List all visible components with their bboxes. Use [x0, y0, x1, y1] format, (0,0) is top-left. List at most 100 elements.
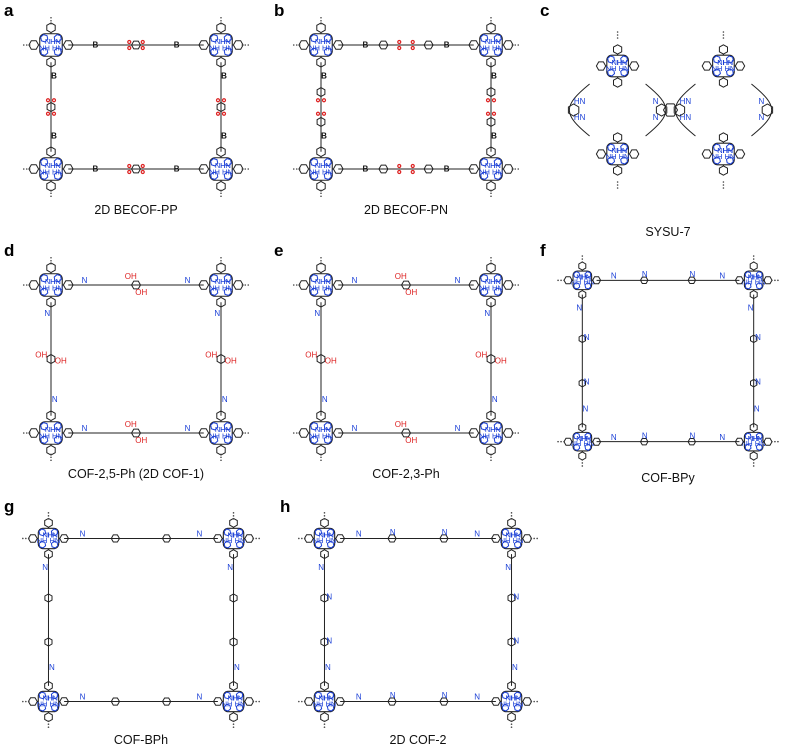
benzene-ring — [46, 262, 56, 274]
pyrrole-ring — [744, 443, 752, 451]
continuation-dot — [50, 16, 52, 19]
continuation-dot — [490, 459, 492, 462]
boronate-o — [321, 98, 327, 103]
panel-letter: c — [540, 1, 549, 20]
benzene-ring — [750, 334, 758, 344]
pyrrole-ring — [40, 435, 49, 444]
nh-hn-label: NH HN — [37, 536, 61, 545]
hydroxyl-group: OH — [405, 288, 417, 297]
pyrrole-ring — [210, 158, 219, 167]
benzene-ring — [216, 101, 226, 113]
continuation-dot — [774, 440, 776, 443]
continuation-dot — [50, 256, 52, 259]
pyridine-n: N — [584, 377, 590, 386]
benzene-ring — [486, 444, 496, 456]
continuation-dot — [47, 515, 50, 517]
hn-label: HN — [50, 425, 61, 434]
hn-label: HN — [232, 694, 243, 703]
benzene-ring — [44, 712, 53, 723]
benzene-ring — [316, 146, 326, 158]
pyrrole-ring — [53, 287, 62, 296]
continuation-dot — [25, 44, 28, 46]
continuation-dot — [28, 284, 31, 286]
continuation-dot — [510, 726, 513, 728]
continuation-dot — [220, 456, 222, 459]
continuation-dot — [22, 700, 24, 703]
continuation-dot — [490, 456, 492, 459]
imine-n: N — [314, 309, 320, 318]
hn-label: HN — [616, 58, 627, 67]
pyridine-n: N — [690, 432, 696, 441]
imine-n: N — [322, 395, 328, 404]
imine-n: N — [748, 304, 754, 313]
pyrrole-ring — [50, 540, 59, 549]
benzene-ring — [28, 428, 40, 438]
benzene-ring — [486, 116, 496, 127]
benzene-ring — [244, 697, 255, 706]
continuation-dot — [490, 16, 492, 19]
boronate-o — [127, 163, 132, 169]
continuation-dot — [298, 432, 301, 434]
nh-hn-label: NH HN — [479, 43, 503, 52]
imine-n: N — [719, 271, 725, 280]
pyrrole-ring — [725, 55, 734, 64]
benzene-ring — [216, 444, 226, 456]
pyrrole-ring — [501, 703, 510, 712]
continuation-dot — [722, 184, 725, 186]
hn-label: HN — [47, 694, 58, 703]
benzene-ring — [316, 262, 326, 274]
benzene-ring — [298, 164, 310, 174]
hn-label: HN — [232, 530, 243, 539]
hydroxyl-group: OH — [35, 351, 47, 360]
benzene-ring — [130, 280, 142, 290]
continuation-dot — [616, 187, 619, 189]
continuation-dot — [232, 515, 235, 517]
nh-hn-label: NH HN — [209, 43, 233, 52]
benzene-ring — [507, 517, 516, 528]
continuation-dot — [774, 279, 776, 282]
pyrrole-ring — [50, 691, 59, 700]
benzene-ring — [749, 261, 758, 271]
continuation-dot — [232, 518, 235, 520]
continuation-dot — [232, 720, 235, 722]
benzene-ring — [387, 697, 397, 706]
imine-n: HN — [680, 97, 692, 106]
benzene-ring — [749, 451, 758, 461]
pyrrole-ring — [493, 422, 502, 431]
pyrrole-ring — [53, 158, 62, 167]
imine-n: N — [759, 97, 765, 106]
boronate-o — [51, 111, 57, 116]
nh-label: NH — [42, 530, 53, 539]
pyrrole-ring — [480, 287, 489, 296]
continuation-dot — [771, 440, 773, 443]
benzene-ring — [232, 164, 244, 174]
benzene-ring — [62, 40, 74, 50]
continuation-dot — [28, 44, 31, 46]
imine-n: N — [222, 395, 228, 404]
pyrrole-ring — [210, 47, 219, 56]
benzene-ring — [320, 680, 329, 691]
continuation-dot — [244, 168, 247, 170]
benzene-ring — [244, 534, 255, 543]
pyridine-n: N — [642, 270, 648, 279]
boron-atom: B — [221, 71, 227, 80]
boron-atom: B — [321, 131, 327, 140]
benzene-ring — [316, 180, 326, 192]
nh-hn-label: NH HN — [712, 152, 736, 161]
benzene-ring — [229, 680, 238, 691]
nh-hn-label: NH HN — [222, 536, 246, 545]
benzene-ring — [198, 40, 210, 50]
pyrrole-ring — [310, 47, 319, 56]
boronate-o — [397, 163, 402, 169]
continuation-dot — [722, 187, 725, 189]
nh-hn-label: NH HN — [39, 167, 63, 176]
benzene-ring — [507, 712, 516, 723]
